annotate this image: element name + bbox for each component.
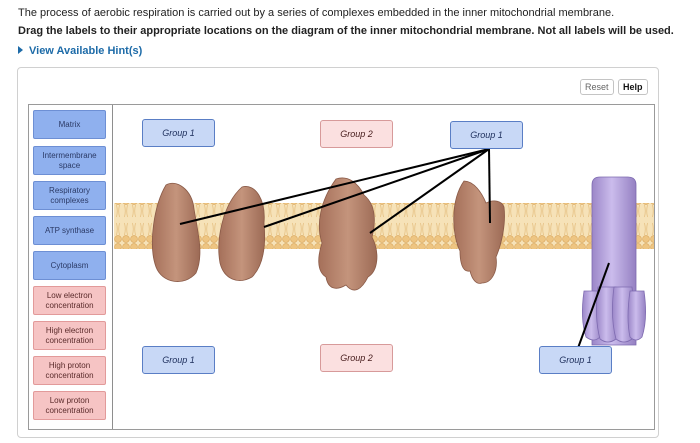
respiratory-complex-1 xyxy=(151,183,201,282)
label-low-proton-concentration[interactable]: Low proton concentration xyxy=(33,391,106,420)
hint-link[interactable]: View Available Hint(s) xyxy=(18,45,142,57)
help-button[interactable]: Help xyxy=(618,79,648,95)
atp-synthase-shape xyxy=(582,176,646,346)
respiratory-complex-3 xyxy=(318,177,378,291)
drop-target-bottom-1[interactable]: Group 1 xyxy=(142,346,215,374)
label-high-proton-concentration[interactable]: High proton concentration xyxy=(33,356,106,385)
label-respiratory-complexes[interactable]: Respiratory complexes xyxy=(33,181,106,210)
intro-text: The process of aerobic respiration is ca… xyxy=(18,7,615,19)
drop-target-top-3[interactable]: Group 1 xyxy=(450,121,523,149)
leader-lines xyxy=(179,148,610,349)
instruction-text: Drag the labels to their appropriate loc… xyxy=(18,25,674,37)
membrane-diagram xyxy=(114,148,654,349)
lipid-bilayer xyxy=(114,203,654,249)
drop-target-bottom-2[interactable]: Group 2 xyxy=(320,344,393,372)
label-cytoplasm[interactable]: Cytoplasm xyxy=(33,251,106,280)
drop-target-bottom-3[interactable]: Group 1 xyxy=(539,346,612,374)
labeling-workspace: Matrix Intermembrane space Respiratory c… xyxy=(28,104,655,430)
drop-target-top-2[interactable]: Group 2 xyxy=(320,120,393,148)
label-low-electron-concentration[interactable]: Low electron concentration xyxy=(33,286,106,315)
drop-target-top-1[interactable]: Group 1 xyxy=(142,119,215,147)
label-high-electron-concentration[interactable]: High electron concentration xyxy=(33,321,106,350)
hint-link-label: View Available Hint(s) xyxy=(29,45,143,57)
reset-button[interactable]: Reset xyxy=(580,79,614,95)
label-atp-synthase[interactable]: ATP synthase xyxy=(33,216,106,245)
respiratory-complex-2 xyxy=(218,186,266,281)
label-bank: Matrix Intermembrane space Respiratory c… xyxy=(29,105,113,429)
question-panel: Reset Help Matrix Intermembrane space Re… xyxy=(17,67,659,438)
expand-triangle-icon xyxy=(18,46,23,54)
label-intermembrane-space[interactable]: Intermembrane space xyxy=(33,146,106,175)
respiratory-complex-4 xyxy=(453,180,505,284)
label-matrix[interactable]: Matrix xyxy=(33,110,106,139)
